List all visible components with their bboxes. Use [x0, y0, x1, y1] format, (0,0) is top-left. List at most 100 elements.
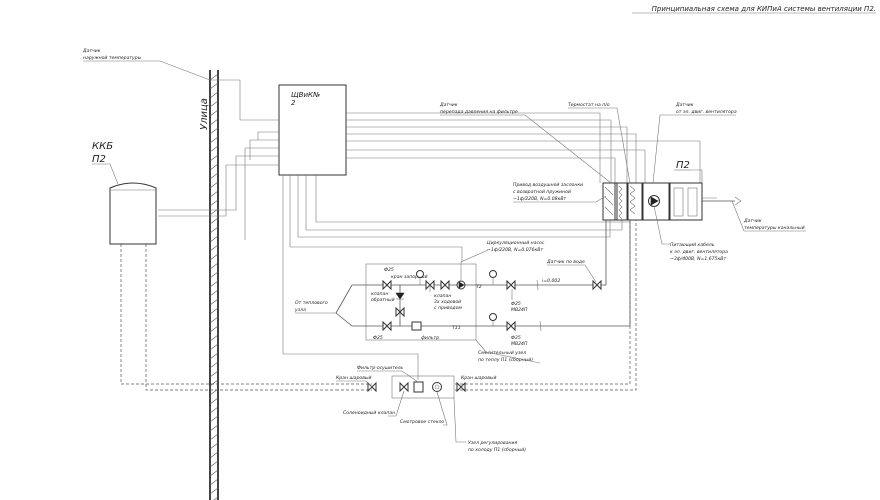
outdoor-sensor-leader	[83, 60, 211, 81]
phi25-label-2: Ф25	[373, 335, 383, 341]
check-valve-icon	[395, 292, 405, 300]
solenoid-valve-icon	[399, 381, 409, 393]
wall-hatch-line	[209, 361, 219, 369]
wall-hatch-line	[209, 325, 219, 333]
filter-label: фильтр	[421, 335, 439, 341]
wall-hatch-line	[209, 109, 219, 117]
unit-label-leader	[690, 169, 703, 183]
reg-node-label-1: Узел регулирования	[468, 440, 517, 446]
bypass-valve-icon	[395, 306, 405, 318]
street-wall	[209, 70, 219, 500]
wall-hatch-line	[209, 163, 219, 171]
kkb-label-1: ККБ	[92, 141, 113, 152]
wall-hatch-line	[209, 316, 219, 324]
supply-unit-p2	[602, 182, 742, 221]
filter-dryer-label: Фильтр-осушитель	[357, 365, 404, 371]
thermostat-label: Термостат на п/о	[568, 102, 610, 108]
wall-hatch-line	[209, 415, 219, 423]
phi25-label-3: Ф25	[511, 301, 521, 307]
wall-hatch-line	[209, 190, 219, 198]
phi25-label-4: Ф25	[511, 335, 521, 341]
mixing-node-leader	[475, 339, 541, 364]
outdoor-sensor-label-2: наружной температуры	[83, 55, 142, 61]
gauge-t11-icon	[489, 313, 497, 321]
return-pipe-t11	[335, 220, 631, 327]
mpu-label-1: МВ24П	[511, 307, 528, 313]
reg-node-label-2: по холоду П1 (сборный)	[468, 447, 526, 453]
water-sensor-leader	[547, 264, 597, 283]
wall-hatch-line	[209, 424, 219, 432]
mixing-node-label-1: Смесительный узел	[478, 350, 526, 356]
wall-hatch-line	[209, 217, 219, 225]
ball-valve-t11-icon	[382, 320, 392, 332]
wall-hatch-line	[209, 136, 219, 144]
damper-drive-leader	[513, 195, 607, 203]
ball-valve-t2b-icon	[440, 279, 450, 291]
duct-sensor-leader	[731, 200, 806, 232]
street-label: Улица	[199, 98, 210, 130]
ball-valve-t2-icon	[382, 279, 392, 291]
wall-hatch-line	[209, 370, 219, 378]
wall-hatch-line	[209, 298, 219, 306]
wall-hatch-line	[209, 100, 219, 108]
wall-hatch-line	[209, 442, 219, 450]
circ-pump-label-1: Циркуляционный насос	[487, 240, 545, 246]
control-panel-label-2: 2	[291, 99, 296, 107]
outdoor-sensor-label-1: Датчик	[82, 48, 101, 54]
wall-hatch-line	[209, 127, 219, 135]
ball-valve-left-label: Кран шаровый	[336, 375, 372, 381]
wall-hatch-line	[209, 226, 219, 234]
unit-label: П2	[676, 160, 690, 171]
damper-drive-label-1: Привод воздушной заслонки	[513, 182, 583, 188]
wall-hatch-line	[209, 91, 219, 99]
sight-glass-icon	[432, 382, 442, 392]
ball-valve-right-icon	[456, 381, 466, 393]
break-mark-1	[536, 279, 539, 291]
ball-valve-right-label: Кран шаровый	[461, 375, 497, 381]
solenoid-leader	[388, 390, 405, 417]
fan-sensor-label-1: Датчик	[675, 102, 694, 108]
circ-pump-leader	[460, 249, 489, 281]
wall-hatch-line	[209, 289, 219, 297]
filter-dp-sensor-leader	[440, 114, 612, 184]
wall-hatch-line	[209, 334, 219, 342]
panel-signal-lines	[158, 79, 717, 380]
wall-hatch-line	[209, 172, 219, 180]
refrigerant-lines	[120, 220, 637, 391]
sight-glass-leader	[436, 391, 448, 426]
fan-sensor-label-2: от эл. двиг. вентилятора	[676, 110, 737, 115]
supply-cable-label-3: ~3ф/400В, N=1.675кВт	[670, 256, 726, 262]
duct-sensor-label-1: Датчик	[743, 218, 762, 224]
wall-hatch-line	[209, 406, 219, 414]
three-way-label-3: с приводом	[434, 306, 462, 311]
wall-hatch-line	[209, 478, 219, 486]
wall-hatch-line	[209, 235, 219, 243]
damper-drive-label-3: ~1ф/220В, N=0.08кВт	[513, 196, 567, 202]
ball-valve-t11c-icon	[506, 320, 516, 332]
wall-hatch-line	[209, 82, 219, 90]
t11-label: Т11	[452, 325, 461, 331]
solenoid-label: Соленоидный клапан	[343, 410, 395, 416]
wall-hatch-line	[209, 262, 219, 270]
break-mark-2	[539, 320, 542, 332]
scheme-title: Принципиальная схема для КИПиА системы в…	[652, 5, 876, 13]
fan-sensor-leader	[652, 114, 736, 184]
wall-hatch-line	[209, 433, 219, 441]
mpu-label-2: МВ24П	[511, 341, 528, 347]
circ-pump-label-2: ~1ф/220В, N=0.076кВт	[487, 247, 543, 253]
ball-valve-t2c-icon	[506, 279, 516, 291]
mixing-node-frame	[365, 263, 477, 341]
cold-node-frame	[391, 375, 455, 399]
supply-cable-leader	[653, 205, 670, 245]
filter-dp-sensor-label-1: Датчик	[439, 102, 458, 108]
wall-hatch-line	[209, 352, 219, 360]
strainer-icon	[411, 321, 422, 331]
heat-node-label-2: узла	[294, 308, 306, 313]
heat-node-label-1: От теплового	[295, 300, 328, 306]
filter-dryer-icon	[413, 381, 424, 393]
wall-hatch-line	[209, 181, 219, 189]
wall-hatch-line	[209, 145, 219, 153]
wall-hatch-line	[209, 343, 219, 351]
phi25-label-1: Ф25	[384, 267, 394, 273]
